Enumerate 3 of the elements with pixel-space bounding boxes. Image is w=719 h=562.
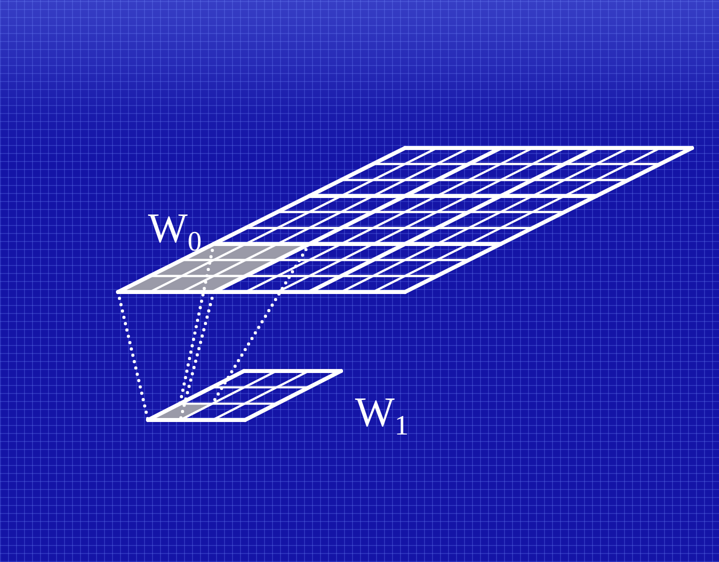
grid-label: W$_{1}$: [355, 392, 409, 434]
grid-plane: [118, 148, 692, 292]
grid-label: W$_{0}$: [148, 208, 202, 250]
